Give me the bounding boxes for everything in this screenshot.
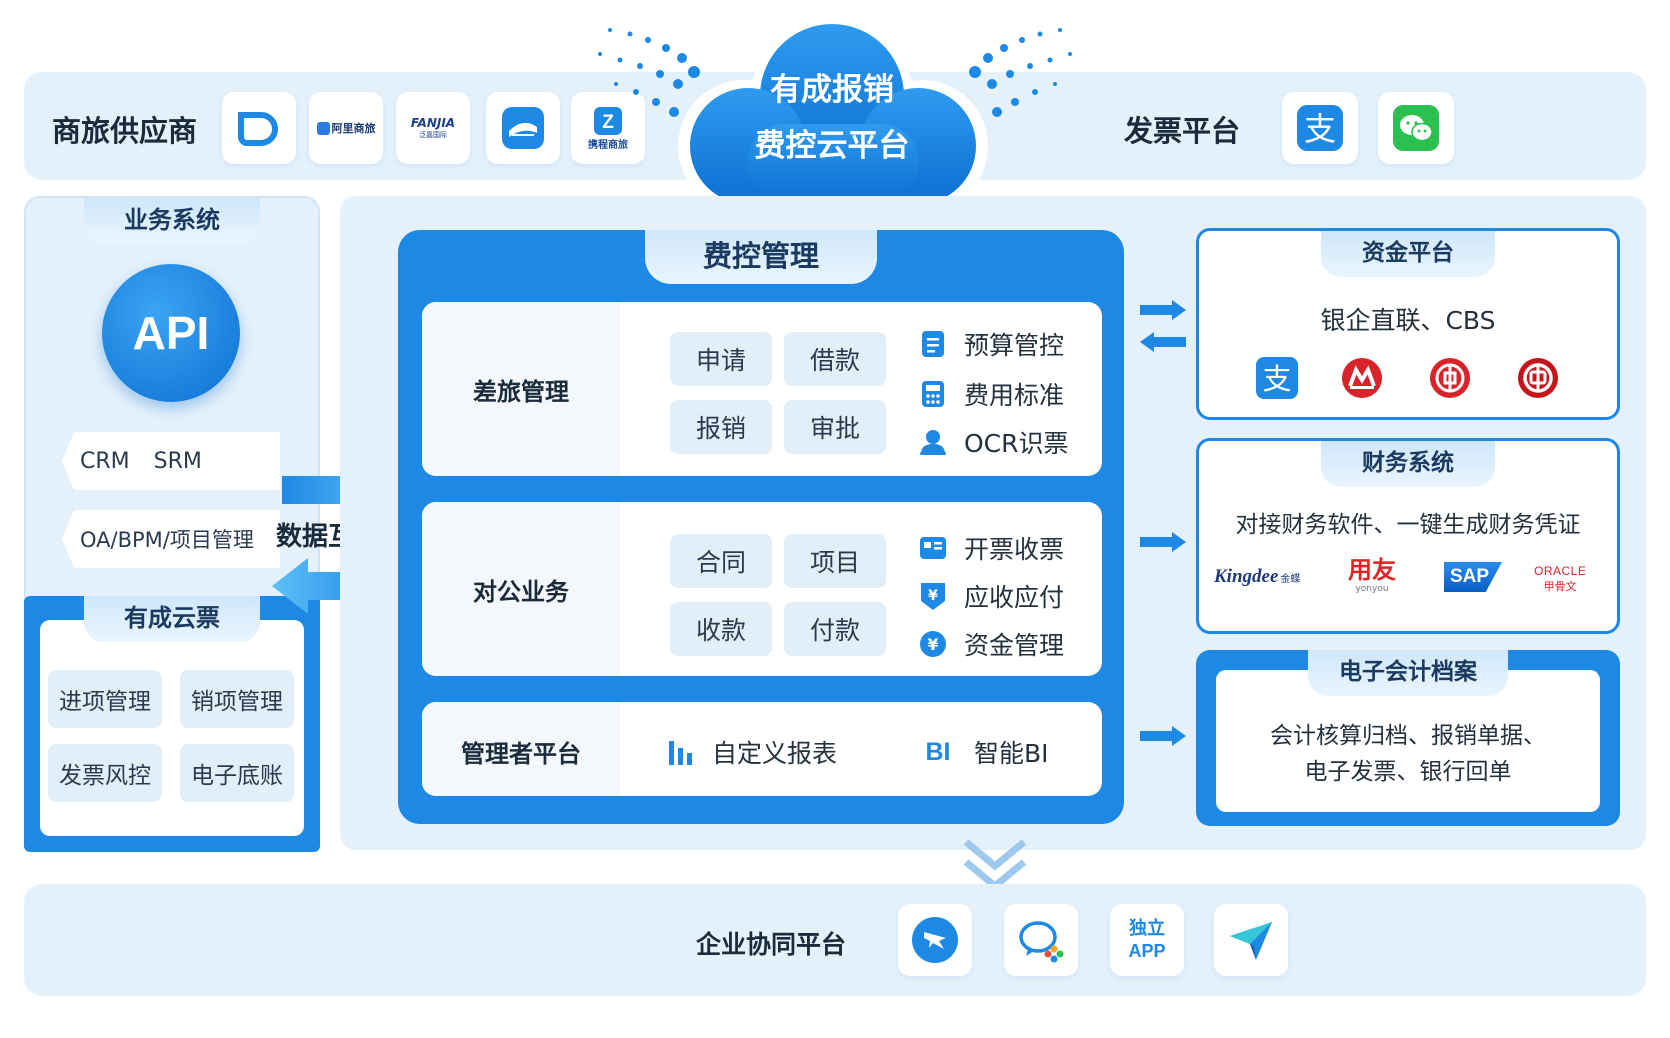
calculator-icon: [918, 379, 948, 409]
business-system-title: 业务系统: [84, 198, 260, 244]
cloud-invoice-item[interactable]: 进项管理: [48, 670, 162, 728]
arrow-to-finance: [1140, 532, 1186, 552]
corporate-label: 对公业务: [473, 578, 569, 606]
arrow-from-fund: [1140, 332, 1186, 352]
bar-chart-icon: [666, 737, 696, 767]
didi-logo[interactable]: [222, 92, 296, 164]
archive-line1: 会计核算归档、报销单据、: [1270, 723, 1546, 749]
fund-platform-desc: 银企直联、CBS: [1320, 306, 1496, 335]
train-logo[interactable]: [486, 92, 560, 164]
cloud-invoice-item[interactable]: 发票风控: [48, 744, 162, 802]
expense-title: 费控管理: [645, 230, 877, 284]
alipay-logo[interactable]: 支: [1282, 92, 1358, 164]
ali-icon: [316, 121, 330, 135]
wecom-icon: [1019, 921, 1064, 963]
travel-section: 差旅管理: [422, 302, 1102, 476]
feature-budget[interactable]: 预算管控: [918, 326, 1064, 362]
feature-smart-bi[interactable]: BI 智能BI: [918, 734, 1049, 770]
train-icon: [502, 107, 544, 149]
yonyou-logo: 用友 yonyou: [1348, 556, 1396, 594]
standalone-app-logo[interactable]: 独立 APP: [1110, 904, 1184, 976]
collaboration-label: 企业协同平台: [696, 930, 847, 959]
ctrip-icon: Z: [594, 106, 622, 135]
finance-system-desc: 对接财务软件、一键生成财务凭证: [1235, 512, 1581, 538]
feature-invoicing[interactable]: 开票收票: [918, 530, 1064, 566]
cloud-invoice-item[interactable]: 销项管理: [180, 670, 294, 728]
feature-receivable[interactable]: ¥ 应收应付: [918, 578, 1064, 614]
cloud-shape: [678, 14, 988, 210]
wechat-logo[interactable]: [1378, 92, 1454, 164]
travel-chip[interactable]: 审批: [784, 400, 886, 454]
crm-srm-tag: CRM SRM: [62, 432, 280, 490]
bi-icon: BI: [925, 737, 951, 766]
svg-text:Z: Z: [602, 112, 614, 133]
cloud-title-line1: 有成报销: [770, 72, 894, 108]
feature-fund[interactable]: ¥ 资金管理: [918, 626, 1064, 662]
cloud-invoice-item[interactable]: 电子底账: [180, 744, 294, 802]
alipay-bank-icon: 支: [1255, 356, 1299, 404]
fanjia-logo[interactable]: FANJIA 泛嘉国际: [396, 92, 470, 164]
ctrip-logo[interactable]: Z 携程商旅: [571, 92, 645, 164]
svg-text:支: 支: [1304, 110, 1336, 148]
didi-icon: [238, 112, 278, 146]
corporate-chip[interactable]: 合同: [670, 534, 772, 588]
api-badge: API: [102, 264, 240, 402]
corporate-chip[interactable]: 收款: [670, 602, 772, 656]
travel-chip[interactable]: 借款: [784, 332, 886, 386]
finance-system-card: 财务系统 对接财务软件、一键生成财务凭证: [1196, 438, 1620, 634]
oa-label: OA/BPM/项目管理: [80, 528, 254, 552]
finance-system-title: 财务系统: [1321, 441, 1495, 487]
crm-label: CRM: [80, 448, 130, 474]
api-label: API: [132, 307, 210, 359]
oa-tag: OA/BPM/项目管理: [62, 510, 280, 568]
archive-line2: 电子发票、银行回单: [1304, 759, 1512, 785]
suppliers-label: 商旅供应商: [52, 114, 198, 148]
ali-travel-logo[interactable]: 阿里商旅: [309, 92, 383, 164]
dot-spray-left: [598, 28, 700, 117]
cloud-invoice-title: 有成云票: [84, 596, 260, 642]
user-icon: [918, 427, 948, 457]
arrow-to-fund: [1140, 300, 1186, 320]
manager-section: 管理者平台: [422, 702, 1102, 796]
feature-custom-report[interactable]: 自定义报表: [666, 734, 837, 770]
yuan-coin-icon: ¥: [918, 629, 948, 659]
oracle-logo: ORACLE 甲骨文: [1534, 564, 1587, 593]
invoice-label: 发票平台: [1124, 114, 1241, 148]
wechat-icon: [1393, 105, 1439, 151]
paper-plane-icon: [1230, 922, 1272, 960]
wecom-logo[interactable]: [1004, 904, 1078, 976]
arrow-to-archive: [1140, 726, 1186, 746]
dingtalk-icon: [912, 917, 958, 963]
kingdee-logo: Kingdee 金蝶: [1214, 566, 1301, 587]
corporate-chip[interactable]: 项目: [784, 534, 886, 588]
travel-label: 差旅管理: [473, 378, 569, 406]
archive-title: 电子会计档案: [1308, 650, 1508, 696]
feature-ocr[interactable]: OCR识票: [918, 424, 1069, 460]
fund-platform-title: 资金平台: [1321, 231, 1495, 277]
icbc-bank-icon: [1428, 356, 1472, 404]
manager-label: 管理者平台: [461, 740, 581, 768]
boc-bank-icon: [1516, 356, 1560, 404]
archive-card: 电子会计档案 会计核算归档、报销单据、 电子发票、银行回单: [1196, 650, 1620, 826]
card-icon: [918, 533, 948, 563]
travel-chip[interactable]: 报销: [670, 400, 772, 454]
alipay-icon: 支: [1297, 105, 1343, 151]
yuan-shield-icon: ¥: [918, 581, 948, 611]
bottom-band: [24, 884, 1646, 996]
cmb-bank-icon: [1340, 356, 1384, 404]
feature-expense-standard[interactable]: 费用标准: [918, 376, 1064, 412]
svg-text:支: 支: [1262, 362, 1291, 396]
srm-label: SRM: [153, 448, 202, 474]
svg-text:¥: ¥: [927, 635, 938, 654]
feishu-logo[interactable]: [1214, 904, 1288, 976]
travel-chip[interactable]: 申请: [670, 332, 772, 386]
corporate-chip[interactable]: 付款: [784, 602, 886, 656]
svg-text:¥: ¥: [928, 588, 938, 604]
dot-spray-right: [969, 28, 1072, 117]
document-icon: [918, 329, 948, 359]
cloud-title-line2: 费控云平台: [754, 128, 910, 164]
dingtalk-logo[interactable]: [898, 904, 972, 976]
